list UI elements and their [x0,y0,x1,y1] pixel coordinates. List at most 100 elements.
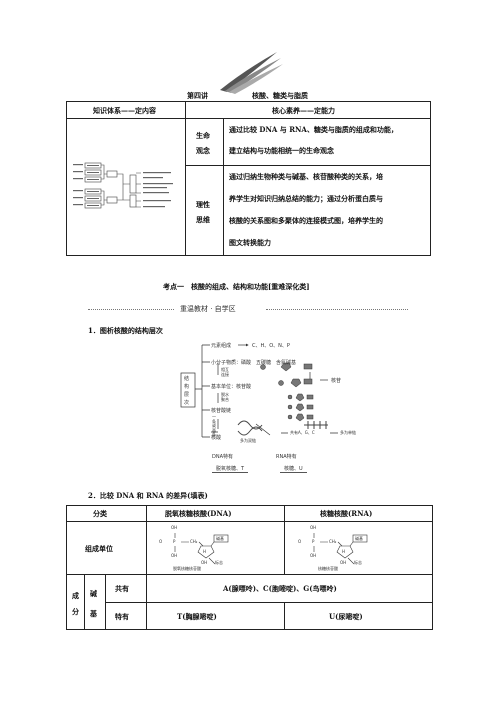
rna-o-left: O [298,539,302,544]
kaodian-title: 考点一 核酸的组成、结构和功能[重难深化类] [163,282,310,291]
table-line [284,506,285,574]
nucleic-acid-structure-diagram: 结 构 层 次 元素组成 C、H、O、N、P 小分子物质：磷酸 五碳糖 含氮碱基… [178,337,374,451]
row2-text-line2: 养学生对知识归纳总结的能力；通过分析蛋白质与 [229,194,383,203]
overview-header-row [67,102,430,119]
side-label-char: 次 [184,400,190,406]
row1-label-line1: 生命 [196,131,210,140]
deoxyribonucleotide-structure: OH O P CH₂ OH 碱基 H OH 标志 脱氧核糖核苷酸 [159,524,269,572]
ribonucleotide-structure: OH O P CH₂ OH 碱基 H OH 标志 核糖核苷酸 [298,524,408,572]
dna-unique-value: 脱氧核糖、T [212,465,249,473]
rna-p: P [312,539,315,544]
table-line [105,574,106,629]
composition-char: 分 [72,607,79,616]
link-label-line: 相互 [221,367,229,372]
base-label: 碱 基 [90,584,97,624]
table-line [105,602,432,603]
section-banner: 重温教材 · 自学区 [88,304,408,316]
dna-oh-top: OH [171,525,178,530]
rna-base-label: 碱基 [355,536,363,541]
row1-text-line1: 通过比较 DNA 与 RNA、糖类与脂质的组成和功能， [229,125,398,134]
chain-count-char: 条 [212,432,216,437]
row2-text-line4: 图文转换能力 [229,238,271,247]
overview-row-divider [186,165,430,166]
small-molecules-label: 小分子物质：磷酸 五碳糖 含氮碱基 [211,360,297,366]
nucleic-acid-label: 核酸 [211,435,222,441]
dna-unique-heading: DNA特有 [212,454,234,460]
dna-ch2: CH₂ [190,539,198,544]
head-category: 分类 [93,509,107,518]
overview-col2-header: 核心素养——定能力 [272,106,335,115]
dna-marker-label: 标志 [215,560,223,565]
dna-base-label: 碱基 [216,536,224,541]
nucleoside-label: 核苷 [331,378,342,384]
overview-label-column [185,118,224,255]
section1-title: 1．图析核酸的结构层次 [88,326,163,335]
base-char: 碱 [90,589,97,598]
banner-rule-left [88,309,174,310]
decorative-swoosh-logo [220,52,283,94]
shared-label: 共有 [115,584,129,593]
chain-count-char: 一 [212,414,216,419]
table-line [146,574,147,629]
row2-label-line2: 思维 [196,215,210,224]
dna-oh-sugar: OH [201,560,208,565]
lecture-title: 核酸、糖类与脂质 [252,91,308,100]
rna-ch2: CH₂ [329,539,337,544]
dna-o-left: O [159,539,163,544]
side-label-char: 层 [184,392,190,398]
knowledge-mindmap [73,162,173,209]
nucleotide-chain-label: 核苷酸链 [211,408,232,414]
banner-text: 重温教材 · 自学区 [180,305,236,313]
head-rna: 核糖核酸(RNA) [320,509,373,518]
shared-bases-value: A(腺嘌呤)、C(胞嘧啶)、G(鸟嘌呤) [223,584,337,593]
chain-count-label: 一 条 或 两 条 [212,414,216,438]
deoxyribonucleotide-diagram [174,533,229,565]
dehydration-label: 脱水 聚合 [221,392,229,402]
rna-oh-bottom: OH [310,553,317,558]
table-line [146,506,147,574]
element-list: C、H、O、N、P [252,343,290,349]
chain-count-char: 两 [212,427,216,433]
rna-oh-sugar: OH [340,560,347,565]
overview-col1-header: 知识体系——定内容 [93,106,156,115]
shared-bases-label: 共有A、G、C [290,430,315,435]
single-strand-label: 多为单链 [340,430,356,435]
table-line [84,574,85,629]
rna-unique-base: U(尿嘧啶) [329,612,363,621]
rna-unique-value: 核糖、U [280,465,307,473]
rna-unique-heading: RNA特有 [276,454,297,460]
unique-label: 特有 [115,612,129,621]
composition-label: 成 分 [72,588,79,620]
dehydration-line: 聚合 [221,397,229,402]
row2-text-line3: 核酸的关系图和多聚体的连接模式图，培养学生的 [229,216,383,225]
dna-rna-comparison-table: 分类 脱氧核糖核酸(DNA) 核糖核酸(RNA) 组成单位 OH O P CH₂… [66,505,433,630]
link-label: 相互 连接 [221,367,229,377]
side-label-char: 构 [184,384,190,390]
lecture-number: 第四讲 [187,91,208,100]
overview-divider [185,102,186,255]
chain-count-char: 或 [212,423,216,428]
double-strand-label: 多为双链 [240,438,256,443]
link-label-line: 连接 [221,372,229,377]
row1-label-line2: 观念 [196,146,210,155]
rna-oh-top: OH [310,525,317,530]
banner-rule-right [266,309,408,310]
section2-title: 2．比较 DNA 和 RNA 的差异(填表) [88,491,208,500]
rna-h-label: H [342,549,346,554]
ribonucleotide-diagram [313,533,368,565]
dna-p: P [173,539,176,544]
table-line [67,521,432,522]
structure-side-label: 结 构 层 次 [184,375,192,407]
rna-caption: 核糖核苷酸 [318,566,338,571]
dehydration-line: 脱水 [221,392,229,397]
side-label-char: 结 [184,376,190,382]
composition-char: 成 [72,591,79,600]
row2-text-line1: 通过归纳生物种类与碱基、核苷酸种类的关系，培 [229,172,383,181]
dna-caption: 脱氧核糖核苷酸 [173,566,201,571]
basic-unit-label: 基本单位：核苷酸 [211,384,252,390]
row-unit-label: 组成单位 [85,544,113,553]
table-line [67,574,432,575]
rna-marker-label: 标志 [354,560,362,565]
dna-h-label: H [203,549,207,554]
structure-diagram-lines [180,343,338,438]
